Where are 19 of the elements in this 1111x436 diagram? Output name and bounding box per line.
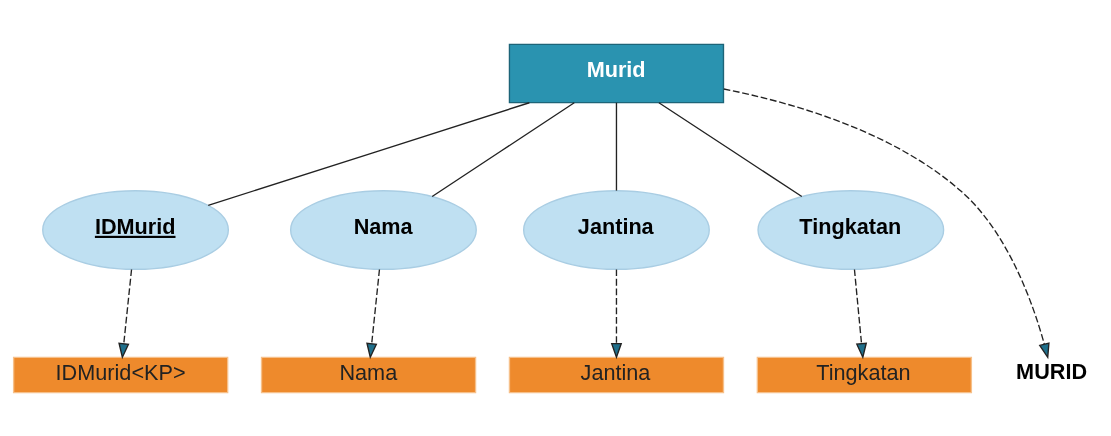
node-box: Jantina: [508, 356, 725, 393]
node-box: Murid: [508, 43, 725, 103]
node-ellipse: Tingkatan: [757, 189, 945, 270]
arrow: [366, 268, 381, 359]
node-ellipse: Nama: [289, 189, 477, 270]
arrow: [118, 268, 133, 359]
arrow: [610, 268, 623, 359]
arrow: [853, 268, 868, 359]
node-ellipse: Jantina: [523, 189, 710, 270]
node-ellipse: IDMurid: [42, 189, 229, 270]
node-box: Tingkatan: [756, 356, 973, 393]
node-text: MURID: [1016, 358, 1088, 384]
connector: [431, 101, 575, 197]
connector: [658, 101, 803, 197]
node-box: Nama: [260, 356, 477, 393]
connector: [615, 101, 618, 191]
node-box: IDMurid<KP>: [12, 356, 229, 393]
arrow: [723, 87, 1050, 359]
connector: [207, 101, 531, 206]
